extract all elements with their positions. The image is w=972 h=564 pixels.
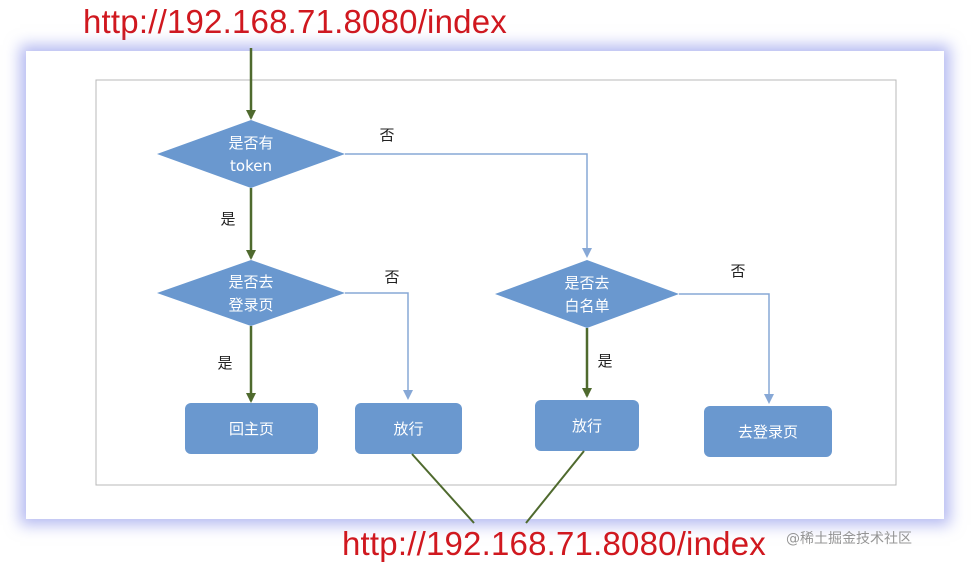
header-url: http://192.168.71.8080/index	[83, 3, 507, 40]
whitelist-check-line1: 是否去	[564, 274, 609, 292]
login-check-line2: 登录页	[228, 296, 273, 314]
whitelist-no-label: 否	[730, 262, 745, 280]
login-check-diamond	[157, 260, 345, 326]
token-check-line1: 是否有	[228, 134, 273, 152]
allow-right-exit	[525, 450, 585, 524]
token-no-edge	[345, 153, 592, 258]
whitelist-no-edge	[679, 293, 774, 404]
allow-left-exit	[411, 453, 475, 524]
whitelist-check-diamond	[495, 260, 679, 328]
whitelist-check-line2: 白名单	[564, 297, 609, 315]
login-check-line1: 是否去	[228, 273, 273, 291]
login-no-edge	[345, 292, 413, 400]
diagram-frame	[95, 79, 897, 486]
allow-right-label: 放行	[572, 417, 602, 435]
token-check-line2: token	[230, 157, 272, 175]
allow-right-box	[535, 400, 639, 451]
token-no-label: 否	[379, 126, 394, 144]
token-check-diamond	[157, 120, 345, 188]
allow-left-label: 放行	[393, 420, 423, 438]
login-yes-label: 是	[217, 354, 232, 372]
goto-login-label: 去登录页	[738, 423, 798, 441]
goto-login-box	[704, 406, 832, 457]
home-box	[185, 403, 318, 454]
token-yes-label: 是	[220, 210, 235, 228]
home-label: 回主页	[229, 420, 274, 438]
login-no-label: 否	[384, 268, 399, 286]
footer-url: http://192.168.71.8080/index	[342, 525, 766, 562]
watermark: @稀土掘金技术社区	[786, 531, 912, 547]
allow-left-box	[355, 403, 462, 454]
whitelist-yes-label: 是	[597, 352, 612, 370]
